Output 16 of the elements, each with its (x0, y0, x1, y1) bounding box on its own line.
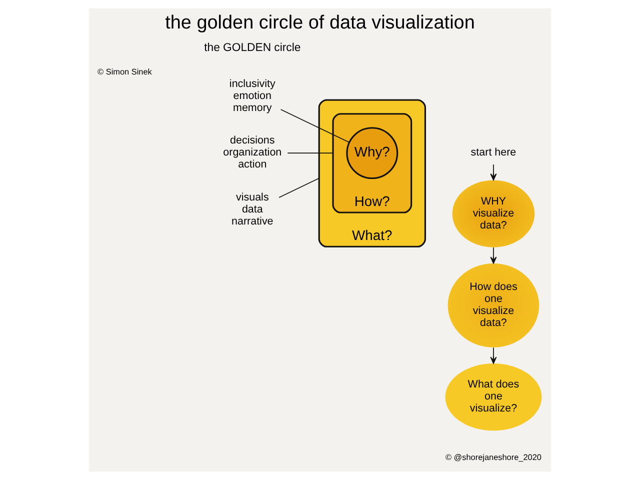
connector (278, 178, 320, 198)
diagram-title: the golden circle of data visualization (165, 12, 475, 34)
connector (280, 109, 350, 143)
node-text: start here (470, 146, 516, 159)
node-ellipse: What does one visualize? (445, 364, 542, 431)
node-text: inclusivity emotion memory (229, 78, 276, 114)
connector (287, 152, 334, 154)
label: the GOLDEN circle (204, 42, 301, 54)
node-ellipse: WHY visualize data? (452, 180, 535, 248)
arrow (490, 247, 497, 264)
arrow (490, 164, 497, 181)
node-circle: How does one visualize data? (448, 263, 540, 348)
node-text: visuals data narrative (232, 192, 274, 228)
node-circle: Why? (346, 127, 398, 180)
node-text: decisions organization action (223, 134, 282, 171)
arrow (490, 347, 497, 364)
